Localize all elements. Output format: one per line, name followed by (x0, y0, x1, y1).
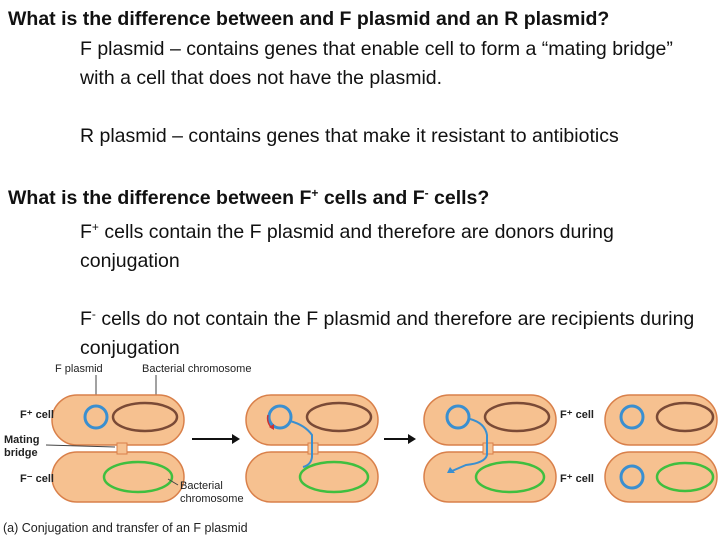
donor-cell-1 (51, 394, 185, 446)
arrow-right-icon-2 (408, 434, 416, 444)
answer-f-minus-cells: F- cells do not contain the F plasmid an… (80, 307, 695, 359)
f-minus-cell-label-1: F⁻ cell (20, 473, 54, 485)
f-plus-cell-label-3: F⁺ cell (560, 473, 594, 485)
f-plus-cell-label-2: F⁺ cell (560, 409, 594, 421)
panel-2 (245, 394, 379, 503)
mating-bridge-1 (116, 442, 128, 455)
answer-f-plasmid: F plasmid – contains genes that enable c… (80, 38, 673, 89)
recipient-cell-1 (51, 451, 185, 503)
bacterial-chromosome-label-3: chromosome (180, 493, 244, 505)
answer-r-plasmid: R plasmid – contains genes that make it … (80, 125, 619, 147)
answer-f-plus-cells: F+ cells contain the F plasmid and there… (80, 220, 614, 272)
arrow-right-icon-1 (232, 434, 240, 444)
question-2: What is the difference between F+ cells … (8, 186, 490, 209)
question-1: What is the difference between and F pla… (8, 8, 610, 30)
donor-chromosome-1 (111, 401, 179, 433)
panel-4 (604, 394, 718, 503)
bacterial-chromosome-label: Bacterial chromosome (142, 363, 251, 375)
panel-3 (423, 394, 557, 503)
figure-caption: (a) Conjugation and transfer of an F pla… (3, 521, 248, 535)
f-plasmid-label: F plasmid (55, 363, 103, 375)
conjugation-figure: F plasmid Bacterial chromosome F⁺ cell M… (3, 363, 718, 535)
f-plus-cell-label-1: F⁺ cell (20, 409, 54, 421)
recipient-chromosome-1 (102, 460, 174, 494)
mating-bridge-label-2: bridge (4, 447, 38, 459)
mating-bridge-label-1: Mating (4, 434, 39, 446)
panel-1 (51, 394, 185, 503)
bacterial-chromosome-label-2: Bacterial (180, 480, 223, 492)
f-plasmid-1 (83, 404, 109, 430)
